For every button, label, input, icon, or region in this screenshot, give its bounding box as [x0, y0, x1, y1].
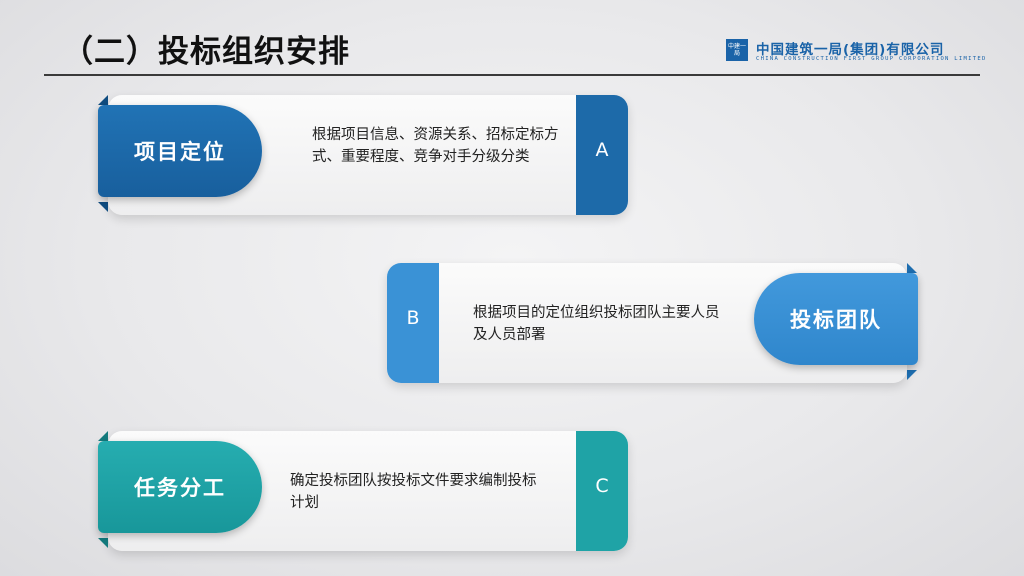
logo-name-en: CHINA CONSTRUCTION FIRST GROUP CORPORATI…: [756, 56, 987, 62]
fold-corner: [907, 263, 917, 273]
title-divider: [44, 74, 980, 76]
item-description-a: 根据项目信息、资源关系、招标定标方式、重要程度、竞争对手分级分类: [312, 127, 559, 165]
item-label-b: 投标团队: [754, 273, 918, 365]
logo-mark: 中建一局: [726, 39, 748, 61]
fold-corner: [98, 431, 108, 441]
fold-corner: [907, 370, 917, 380]
fold-corner: [98, 202, 108, 212]
company-logo: 中建一局 中国建筑一局(集团)有限公司 CHINA CONSTRUCTION F…: [726, 38, 985, 68]
item-description-b: 根据项目的定位组织投标团队主要人员及人员部署: [473, 305, 720, 343]
item-letter-a: A: [576, 95, 628, 215]
fold-corner: [98, 538, 108, 548]
item-label-c: 任务分工: [98, 441, 262, 533]
page-title: （二）投标组织安排: [62, 34, 350, 70]
item-letter-c: C: [576, 431, 628, 551]
logo-name-cn: 中国建筑一局(集团)有限公司: [756, 42, 945, 58]
fold-corner: [98, 95, 108, 105]
item-letter-b: B: [387, 263, 439, 383]
item-description-c: 确定投标团队按投标文件要求编制投标计划: [290, 473, 537, 511]
item-label-a: 项目定位: [98, 105, 262, 197]
